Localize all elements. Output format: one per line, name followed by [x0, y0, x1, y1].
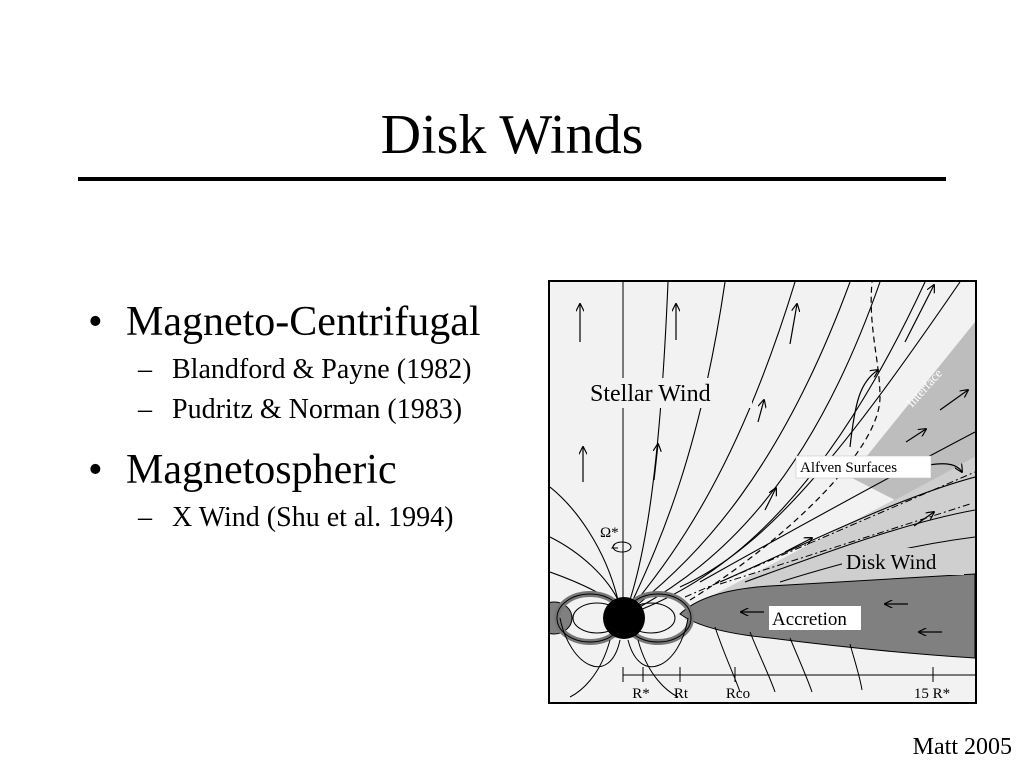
sub-bullet-text: X Wind (Shu et al. 1994) — [172, 502, 454, 533]
stellar-wind-label: Stellar Wind — [590, 381, 711, 407]
sub-bullet-text: Pudritz & Norman (1983) — [172, 394, 463, 425]
sub-bullet-text: Blandford & Payne (1982) — [172, 354, 472, 385]
disk-wind-label: Disk Wind — [846, 550, 937, 574]
bullet-item: • Magnetospheric — [88, 442, 548, 498]
interface-boundary — [689, 282, 881, 601]
sub-bullet-item: – Blandford & Payne (1982) — [88, 350, 548, 390]
interface-band — [850, 322, 975, 500]
alfven-surfaces-label: Alfven Surfaces — [800, 460, 897, 476]
stellar-wind-field-lines — [550, 282, 961, 611]
star — [603, 597, 645, 639]
sub-bullet-dash: – — [138, 354, 152, 385]
bullet-text: Magnetospheric — [126, 447, 397, 493]
bullet-list: • Magneto-Centrifugal – Blandford & Payn… — [88, 294, 548, 538]
rotation-icon — [611, 541, 632, 553]
axis-tick-label: 15 R* — [914, 686, 950, 702]
sub-bullet-item: – X Wind (Shu et al. 1994) — [88, 498, 548, 538]
title-underline — [78, 177, 946, 181]
bullet-item: • Magneto-Centrifugal — [88, 294, 548, 350]
axis-tick-label: R* — [632, 686, 650, 702]
bullet-dot: • — [88, 447, 103, 493]
alfven-surface-lines — [684, 471, 975, 598]
accretion-label: Accretion — [772, 609, 847, 630]
axis-tick-label: Rco — [726, 686, 750, 702]
disk-wind-diagram: Ω* — [548, 280, 977, 704]
bullet-dot: • — [88, 299, 103, 345]
axis-tick-label: Rt — [674, 686, 689, 702]
sub-bullet-item: – Pudritz & Norman (1983) — [88, 390, 548, 430]
omega-label: Ω* — [600, 525, 619, 541]
credit-text: Matt 2005 — [912, 734, 1012, 760]
radius-axis — [622, 667, 975, 682]
bullet-text: Magneto-Centrifugal — [126, 299, 481, 345]
slide-title: Disk Winds — [380, 104, 644, 166]
flow-arrows — [580, 285, 968, 632]
sub-bullet-dash: – — [138, 394, 152, 425]
sub-bullet-dash: – — [138, 502, 152, 533]
